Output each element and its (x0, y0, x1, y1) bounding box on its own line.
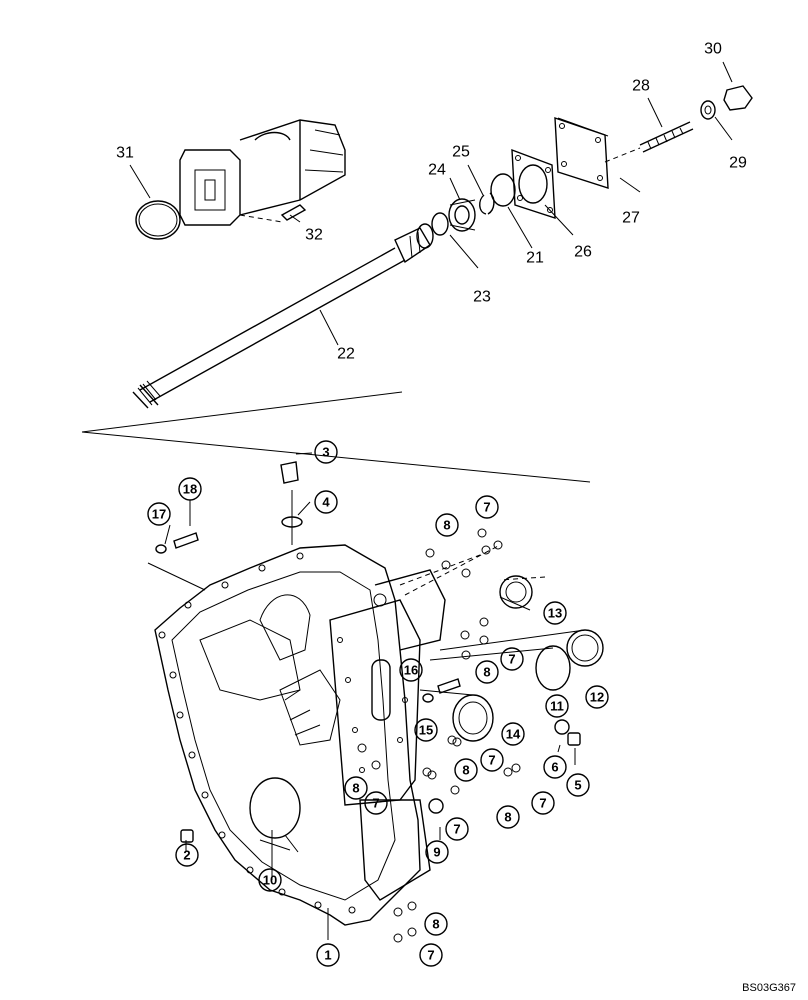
plug-5-drawing (567, 732, 581, 746)
svg-text:3: 3 (322, 445, 329, 460)
callout-2: 2 (175, 843, 199, 867)
ring-21-drawing (490, 173, 516, 207)
bolt-16-drawing (437, 678, 461, 694)
svg-text:6: 6 (551, 760, 558, 775)
svg-text:14: 14 (506, 727, 521, 742)
callout-17: 17 (147, 502, 171, 526)
transmission-housing-drawing (154, 544, 446, 926)
callout-13: 13 (543, 601, 567, 625)
nut-30-drawing (723, 85, 753, 111)
plug-3-drawing (280, 461, 299, 484)
callout-6: 6 (543, 755, 567, 779)
washer-29-drawing (700, 100, 716, 120)
callout-8b: 8 (475, 660, 499, 684)
svg-text:7: 7 (508, 652, 515, 667)
svg-text:17: 17 (152, 507, 166, 522)
washer-15-drawing (422, 693, 434, 703)
callout-5: 5 (566, 773, 590, 797)
label-28: 28 (632, 78, 650, 95)
svg-text:12: 12 (590, 690, 604, 705)
svg-text:10: 10 (263, 873, 277, 888)
svg-text:11: 11 (550, 699, 564, 714)
svg-text:9: 9 (433, 845, 440, 860)
svg-text:8: 8 (483, 665, 490, 680)
callout-16: 16 (399, 658, 423, 682)
callout-7c: 7 (480, 748, 504, 772)
svg-text:8: 8 (504, 810, 511, 825)
svg-text:8: 8 (443, 518, 450, 533)
callout-7a: 7 (475, 495, 499, 519)
callout-7f: 7 (364, 791, 388, 815)
label-32: 32 (305, 227, 323, 244)
callout-8e: 8 (344, 776, 368, 800)
callout-12: 12 (585, 685, 609, 709)
svg-text:16: 16 (404, 663, 418, 678)
label-25: 25 (452, 144, 470, 161)
svg-text:5: 5 (574, 778, 581, 793)
ring-11-drawing (535, 645, 571, 691)
callout-7d: 7 (531, 791, 555, 815)
cover-plate-27-drawing (554, 117, 609, 189)
callout-7b: 7 (500, 647, 524, 671)
label-30: 30 (704, 41, 722, 58)
label-29: 29 (729, 155, 747, 172)
svg-text:8: 8 (432, 917, 439, 932)
svg-text:7: 7 (483, 500, 490, 515)
label-24: 24 (428, 162, 446, 179)
callout-8d: 8 (496, 805, 520, 829)
bolt-18-drawing (173, 532, 199, 549)
label-31: 31 (116, 145, 134, 162)
callout-14: 14 (501, 722, 525, 746)
callout-4: 4 (314, 490, 338, 514)
svg-text:7: 7 (488, 753, 495, 768)
svg-text:7: 7 (427, 948, 434, 963)
callout-8f: 8 (424, 912, 448, 936)
svg-text:4: 4 (322, 495, 330, 510)
callout-18: 18 (178, 477, 202, 501)
svg-text:18: 18 (183, 482, 197, 497)
svg-text:2: 2 (183, 848, 190, 863)
stud-28-drawing (604, 121, 694, 163)
bearing-24-drawing (448, 198, 476, 232)
label-22: 22 (337, 346, 355, 363)
callout-1: 1 (316, 943, 340, 967)
plug-oring-groups-drawing (357, 528, 521, 943)
drive-shaft-drawing (132, 223, 434, 409)
svg-text:7: 7 (453, 822, 460, 837)
svg-text:8: 8 (462, 763, 469, 778)
callout-8a: 8 (435, 513, 459, 537)
label-23: 23 (473, 289, 491, 306)
document-code: BS03G367 (742, 982, 796, 994)
seal-13-drawing (499, 575, 533, 609)
callout-8c: 8 (454, 758, 478, 782)
hydraulic-pump-drawing (179, 119, 346, 226)
o-ring-31-drawing (135, 200, 181, 240)
ring-6-drawing (554, 719, 570, 735)
callout-10: 10 (258, 868, 282, 892)
callout-7g: 7 (419, 943, 443, 967)
callout-3: 3 (314, 440, 338, 464)
callout-9: 9 (425, 840, 449, 864)
svg-text:7: 7 (372, 796, 379, 811)
label-26: 26 (574, 244, 592, 261)
ring-23-drawing (431, 212, 449, 236)
gasket-26-drawing (511, 148, 556, 219)
callout-15: 15 (414, 718, 438, 742)
callout-11: 11 (545, 694, 569, 718)
svg-text:8: 8 (352, 781, 359, 796)
label-27: 27 (622, 210, 640, 227)
fitting-9-drawing (428, 798, 444, 814)
svg-text:7: 7 (539, 796, 546, 811)
washer-17-drawing (155, 544, 167, 554)
svg-text:15: 15 (419, 723, 433, 738)
callout-7e: 7 (445, 817, 469, 841)
svg-text:13: 13 (548, 606, 562, 621)
pin-2-drawing (180, 829, 194, 843)
svg-text:1: 1 (324, 948, 331, 963)
label-21: 21 (526, 250, 544, 267)
bolt-32-drawing (280, 204, 307, 221)
